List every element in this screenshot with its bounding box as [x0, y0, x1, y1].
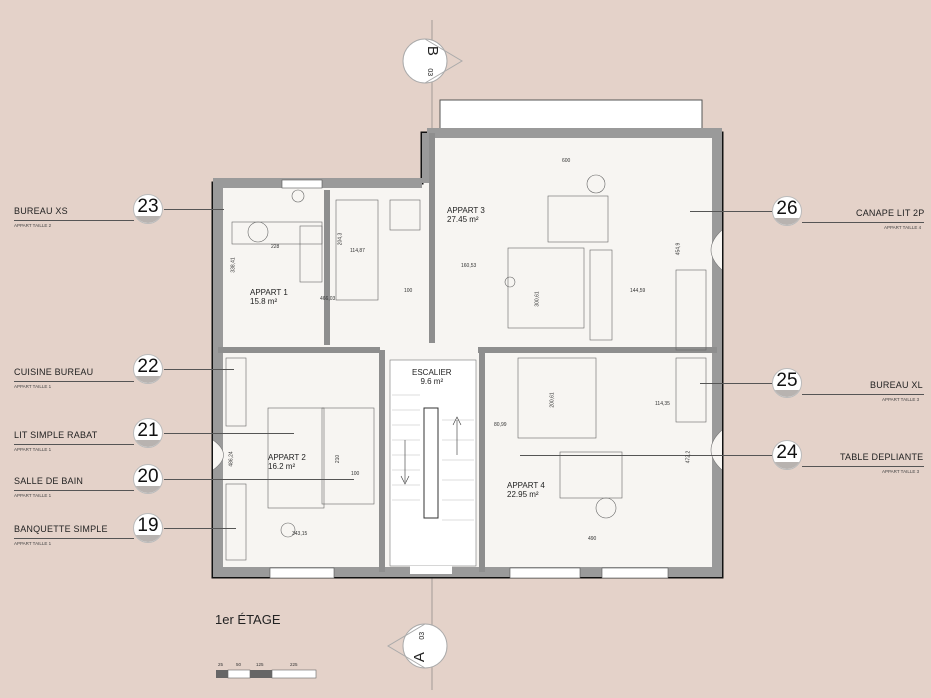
dimension-label: 200,61	[549, 392, 556, 408]
room-area: 15.8 m²	[250, 297, 278, 306]
callout-subtitle: APPART TAILLE 1	[14, 541, 52, 546]
callout-number-bubble: 19	[133, 513, 163, 543]
dimension-label: 100	[351, 471, 360, 477]
room-name: APPART 4	[507, 481, 545, 490]
section-letter: B	[424, 45, 441, 56]
callout-subtitle: APPART TAILLE 1	[14, 447, 52, 452]
dimension-label: 228	[271, 244, 280, 250]
dimension-label: 343,15	[292, 531, 308, 537]
dimension-label: 300,61	[534, 291, 541, 307]
dimension-label: 490	[588, 536, 597, 542]
callout-subtitle: APPART TAILLE 3	[882, 397, 920, 402]
callout-title: LIT SIMPLE RABAT	[14, 430, 98, 440]
callout-title: TABLE DEPLIANTE	[840, 452, 924, 462]
room-area: 27.45 m²	[447, 215, 479, 224]
callout-number-bubble: 21	[133, 418, 163, 448]
dimension-label: 80,99	[494, 422, 507, 428]
dimension-label: 210	[335, 454, 342, 464]
scale-tick: 225	[290, 662, 298, 667]
room-appart-2[interactable]: APPART 2 16.2 m²	[268, 453, 306, 471]
callout-title: BUREAU XL	[870, 380, 923, 390]
room-name: ESCALIER	[412, 368, 452, 377]
dimension-label: 114,35	[655, 401, 670, 407]
room-name: APPART 1	[250, 288, 288, 297]
section-letter: A	[411, 652, 428, 663]
callout-number-bubble: 24	[772, 440, 802, 470]
room-area: 9.6 m²	[420, 377, 444, 386]
section-mark-a[interactable]: A 03	[411, 625, 437, 669]
callout-number-bubble: 22	[133, 354, 163, 384]
dimension-label: 114,87	[350, 248, 365, 254]
room-appart-3[interactable]: APPART 3 27.45 m²	[447, 206, 485, 224]
dimension-label: 454,9	[675, 242, 682, 256]
room-name: APPART 2	[268, 453, 306, 462]
callout-subtitle: APPART TAILLE 2	[14, 223, 52, 228]
callout-subtitle: APPART TAILLE 4	[884, 225, 922, 230]
dimension-label: 160,53	[461, 263, 477, 269]
room-appart-4[interactable]: APPART 4 22.95 m²	[507, 481, 545, 499]
room-escalier[interactable]: ESCALIER 9.6 m²	[412, 368, 452, 386]
scale-tick: 125	[256, 662, 264, 667]
callout-title: CANAPE LIT 2P	[856, 208, 925, 218]
callout-number-bubble: 25	[772, 368, 802, 398]
dimension-label: 466,03	[320, 296, 336, 302]
scale-tick: 25	[218, 662, 224, 667]
callout-subtitle: APPART TAILLE 3	[882, 469, 920, 474]
section-mark-b[interactable]: B 03	[415, 41, 441, 81]
callout-title: BANQUETTE SIMPLE	[14, 524, 108, 534]
callout-number-bubble: 20	[133, 464, 163, 494]
dimension-label: 600	[562, 158, 571, 164]
section-sheet: 03	[419, 631, 426, 640]
dimension-label: 144,59	[630, 288, 646, 294]
dimension-label: 472,2	[685, 450, 692, 464]
callout-number-bubble: 26	[772, 196, 802, 226]
callout-title: SALLE DE BAIN	[14, 476, 84, 486]
callout-title: BUREAU XS	[14, 206, 68, 216]
dimension-label: 486,24	[228, 451, 235, 467]
callout-number-bubble: 23	[133, 194, 163, 224]
room-area: 22.95 m²	[507, 490, 539, 499]
floor-title: 1er ÉTAGE	[215, 612, 281, 627]
dimension-label: 204,3	[337, 232, 344, 246]
callout-subtitle: APPART TAILLE 1	[14, 384, 52, 389]
room-appart-1[interactable]: APPART 1 15.8 m²	[250, 288, 288, 306]
room-area: 16.2 m²	[268, 462, 296, 471]
room-name: APPART 3	[447, 206, 485, 215]
section-sheet: 03	[426, 68, 433, 77]
scale-tick: 50	[236, 662, 242, 667]
callout-title: CUISINE BUREAU	[14, 367, 94, 377]
dimension-label: 338,41	[230, 257, 237, 273]
dimension-label: 100	[404, 288, 413, 294]
callout-subtitle: APPART TAILLE 1	[14, 493, 52, 498]
